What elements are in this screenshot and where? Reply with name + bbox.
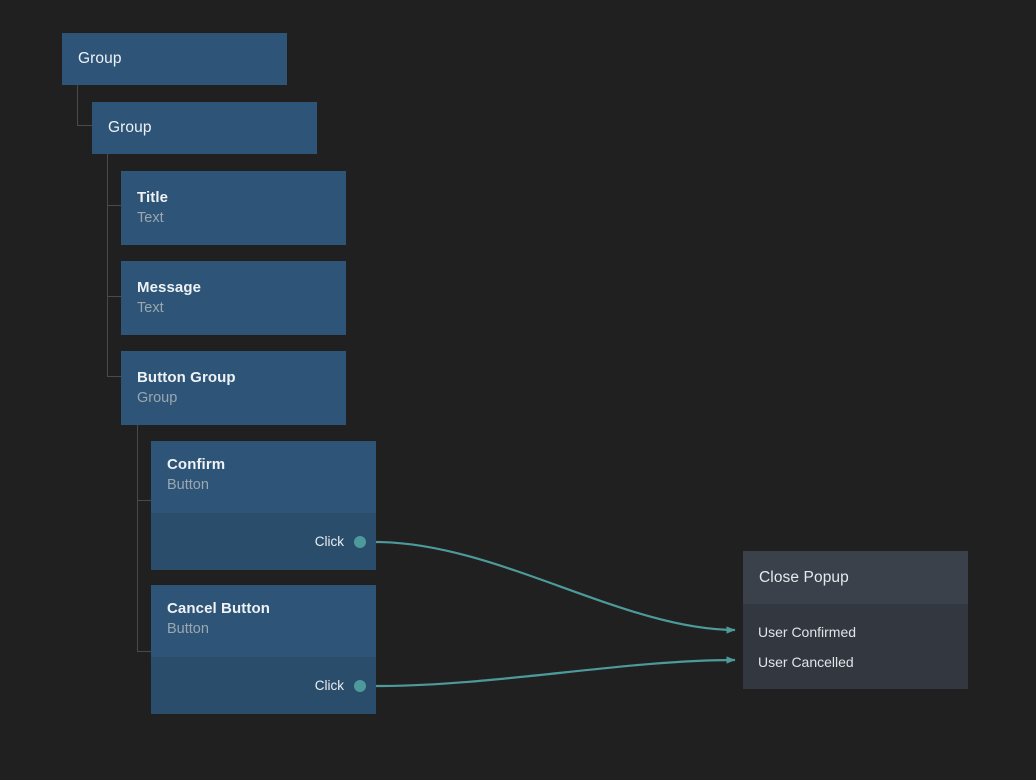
node-header: Cancel Button Button	[151, 585, 376, 657]
node-body: User Confirmed User Cancelled	[743, 604, 968, 677]
node-header: Confirm Button	[151, 441, 376, 513]
node-body: Click	[151, 657, 376, 714]
input-port-user-cancelled[interactable]: User Cancelled	[743, 647, 968, 677]
node-subtitle: Text	[137, 300, 164, 316]
node-root-group[interactable]: Group	[62, 33, 287, 85]
node-button-group[interactable]: Button Group Group	[121, 351, 346, 425]
node-body: Click	[151, 513, 376, 570]
tree-connector-line	[137, 425, 138, 651]
node-header: Group	[62, 33, 287, 85]
node-subtitle: Group	[137, 390, 178, 406]
node-title: Close Popup	[759, 568, 849, 586]
output-port-label: Click	[314, 678, 344, 693]
edge-confirm-to-user-confirmed	[375, 540, 736, 634]
tree-connector-line	[77, 125, 92, 126]
output-port-dot-icon[interactable]	[354, 536, 366, 548]
tree-connector-line	[137, 651, 151, 652]
input-port-user-confirmed[interactable]: User Confirmed	[743, 617, 968, 647]
node-title: Group	[78, 50, 122, 67]
node-title: Group	[108, 119, 152, 136]
node-subtitle: Button	[167, 621, 209, 637]
node-title: Message	[137, 279, 202, 296]
node-cancel-button[interactable]: Cancel Button Button Click	[151, 585, 376, 714]
node-header: Button Group Group	[121, 351, 346, 425]
tree-connector-line	[137, 500, 151, 501]
output-port-dot-icon[interactable]	[354, 680, 366, 692]
node-header: Message Text	[121, 261, 346, 335]
tree-connector-line	[107, 154, 108, 376]
input-port-label: User Cancelled	[758, 654, 854, 670]
node-title: Cancel Button	[167, 600, 270, 617]
node-header: Title Text	[121, 171, 346, 245]
edge-cancel-to-user-cancelled	[375, 656, 736, 688]
tree-connector-line	[107, 296, 121, 297]
node-title: Title	[137, 189, 169, 206]
node-subtitle: Text	[137, 210, 164, 226]
node-subtitle: Button	[167, 477, 209, 493]
tree-connector-line	[77, 85, 78, 125]
node-title: Confirm	[167, 456, 226, 473]
node-title-text[interactable]: Title Text	[121, 171, 346, 245]
node-child-group[interactable]: Group	[92, 102, 317, 154]
tree-connector-line	[107, 205, 121, 206]
node-header: Group	[92, 102, 317, 154]
output-port-label: Click	[314, 534, 344, 549]
node-header: Close Popup	[743, 551, 968, 604]
tree-connector-line	[107, 376, 121, 377]
node-close-popup[interactable]: Close Popup User Confirmed User Cancelle…	[743, 551, 968, 689]
output-port-click[interactable]: Click	[314, 678, 366, 693]
node-confirm-button[interactable]: Confirm Button Click	[151, 441, 376, 570]
node-title: Button Group	[137, 369, 236, 386]
output-port-click[interactable]: Click	[314, 534, 366, 549]
node-message-text[interactable]: Message Text	[121, 261, 346, 335]
input-port-label: User Confirmed	[758, 624, 857, 640]
